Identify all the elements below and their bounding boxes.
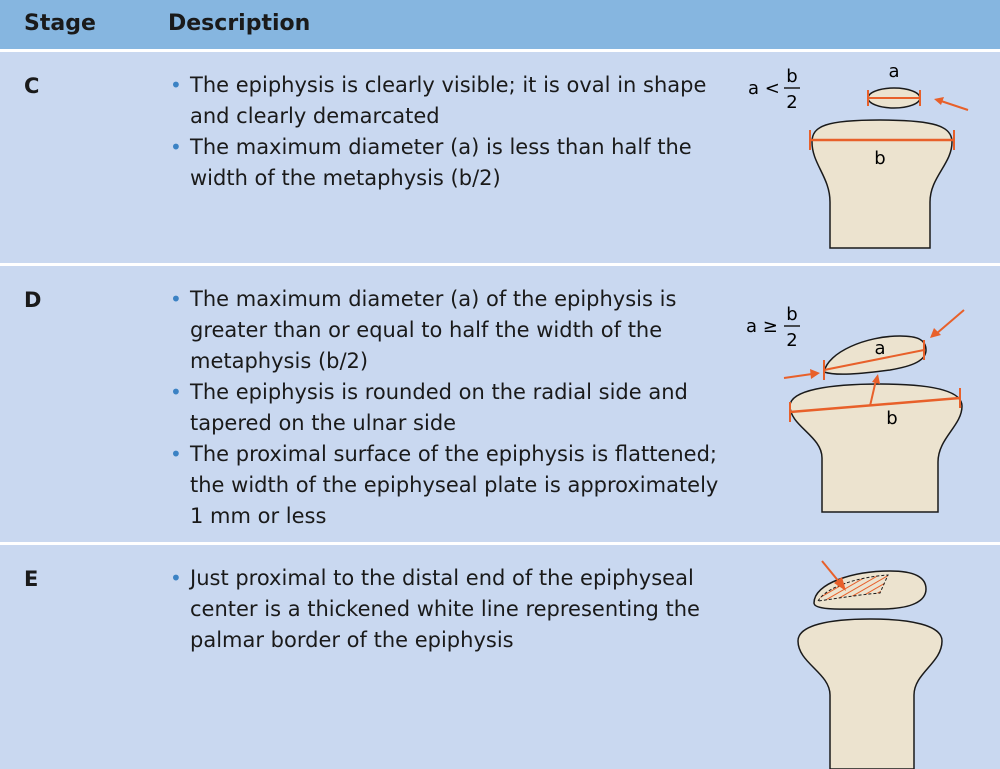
- formula-numerator: b: [786, 66, 797, 87]
- bullet-icon: •: [170, 73, 182, 97]
- stage-c-diagram: a < b 2 b a: [748, 61, 969, 249]
- table-row-stage-d: D • The maximum diameter (a) of the epiph…: [0, 266, 1000, 542]
- formula-denominator: 2: [786, 330, 797, 351]
- metaphysis-shape: [797, 618, 943, 769]
- description-list: • Just proximal to the distal end of the …: [168, 563, 728, 656]
- description-list: • The epiphysis is clearly visible; it is…: [168, 70, 728, 194]
- diameter-a-line: [823, 349, 925, 371]
- pointer-arrow-head: [834, 577, 846, 591]
- pointer-arrow-right-head: [930, 328, 941, 338]
- list-item: • The epiphysis is clearly visible; it is…: [168, 70, 728, 132]
- metaphysis-shape: [789, 383, 963, 513]
- list-item: • The maximum diameter (a) is less than h…: [168, 132, 728, 194]
- pointer-arrow-left-head: [810, 369, 820, 379]
- bullet-icon: •: [170, 135, 182, 159]
- label-b: b: [886, 408, 897, 429]
- list-item: • The maximum diameter (a) of the epiphys…: [168, 284, 728, 377]
- pointer-arrow-line: [821, 560, 841, 584]
- pointer-arrow-left-line: [783, 373, 813, 379]
- stage-d-diagram: a ≥ b 2 b a: [746, 304, 965, 513]
- bullet-icon: •: [170, 287, 182, 311]
- width-b-line: [789, 396, 961, 414]
- pointer-arrow-plate-line: [869, 379, 877, 407]
- formula-denominator: 2: [786, 92, 797, 113]
- stage-label: C: [24, 74, 40, 98]
- pointer-arrow-right-line: [935, 309, 965, 335]
- bullet-icon: •: [170, 566, 182, 590]
- bullet-text: The proximal surface of the epiphysis is…: [190, 442, 719, 528]
- bullet-text: The maximum diameter (a) is less than ha…: [190, 135, 692, 190]
- bullet-text: The epiphysis is rounded on the radial s…: [190, 380, 688, 435]
- metaphysis-shape: [811, 119, 953, 249]
- bullet-icon: •: [170, 380, 182, 404]
- pointer-arrow-plate-head: [872, 374, 880, 384]
- bullet-text: The maximum diameter (a) of the epiphysi…: [190, 287, 677, 373]
- table-row-stage-e: E • Just proximal to the distal end of th…: [0, 545, 1000, 769]
- formula-numerator: b: [786, 304, 797, 325]
- formula-lhs: a <: [748, 78, 780, 99]
- bullet-text: The epiphysis is clearly visible; it is …: [190, 73, 707, 128]
- palmar-border-line: [817, 574, 889, 602]
- pointer-arrow-line: [937, 99, 969, 111]
- stage-label: D: [24, 288, 42, 312]
- table-row-stage-c: C • The epiphysis is clearly visible; it …: [0, 52, 1000, 263]
- bullet-text: Just proximal to the distal end of the e…: [190, 566, 700, 652]
- table-header: Stage Description: [0, 0, 1000, 49]
- stage-e-diagram: [797, 560, 943, 769]
- list-item: • The proximal surface of the epiphysis i…: [168, 439, 728, 532]
- label-b: b: [874, 148, 885, 169]
- formula-lhs: a ≥: [746, 316, 778, 337]
- list-item: • The epiphysis is rounded on the radial …: [168, 377, 728, 439]
- bullet-icon: •: [170, 442, 182, 466]
- pointer-arrow-head: [934, 97, 944, 105]
- list-item: • Just proximal to the distal end of the …: [168, 563, 728, 656]
- label-a: a: [888, 61, 899, 82]
- label-a: a: [874, 338, 885, 359]
- header-stage: Stage: [24, 11, 96, 36]
- description-list: • The maximum diameter (a) of the epiphys…: [168, 284, 728, 532]
- stage-label: E: [24, 567, 39, 591]
- header-description: Description: [168, 11, 311, 36]
